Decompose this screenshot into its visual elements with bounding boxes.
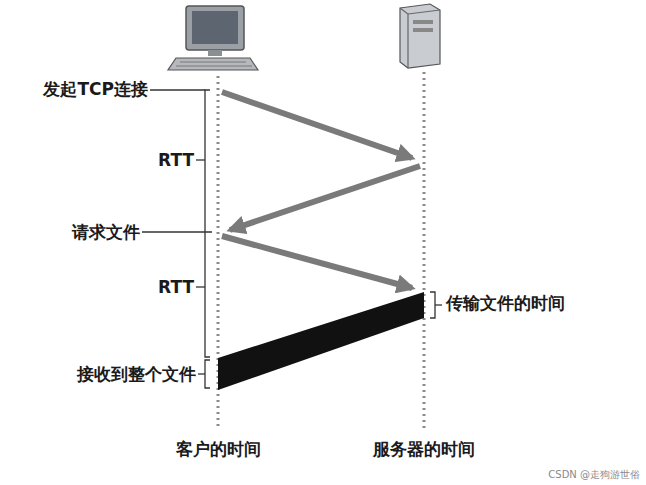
server-tower: [400, 4, 440, 68]
rtt-label: RTT: [158, 278, 194, 297]
duration-label: 传输文件的时间: [446, 294, 565, 313]
file-transfer-band: [218, 292, 424, 390]
event-label: 请求文件: [72, 223, 140, 242]
brackets: [142, 90, 442, 388]
watermark: CSDN @走狗游世俗: [548, 469, 640, 480]
event-label: 接收到整个文件: [77, 365, 196, 384]
client-computer: [168, 6, 258, 70]
axis-label: 服务器的时间: [373, 440, 475, 459]
event-label: 发起TCP连接: [43, 80, 148, 99]
server-timeline: [423, 72, 426, 430]
axis-label: 客户的时间: [176, 440, 261, 459]
syn-arrow: [222, 92, 412, 158]
request-arrow: [222, 236, 412, 288]
synack-arrow: [230, 166, 420, 230]
rtt-label: RTT: [158, 151, 194, 170]
